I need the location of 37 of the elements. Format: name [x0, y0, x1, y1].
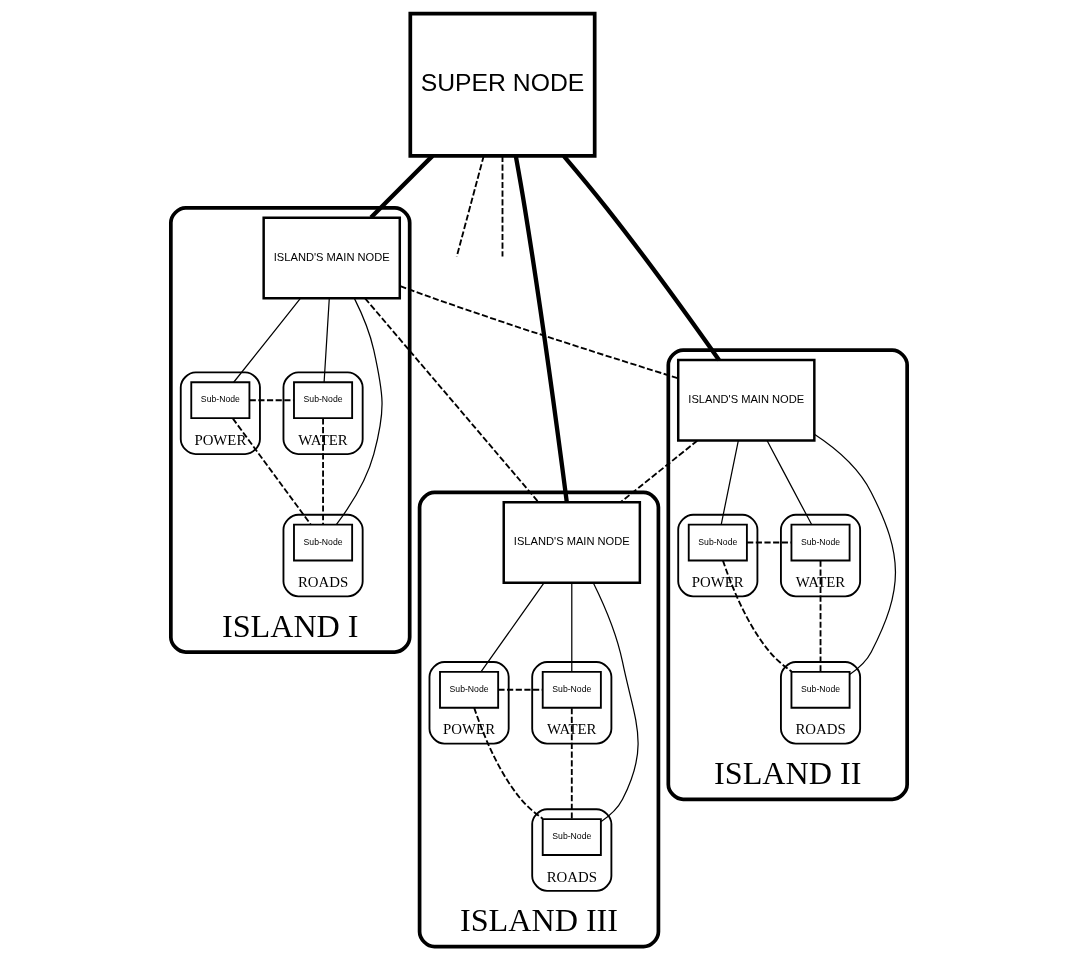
connector [399, 285, 680, 380]
connector [720, 440, 739, 526]
connector [571, 582, 573, 673]
connector [562, 154, 721, 362]
connector [746, 541, 793, 544]
connector [619, 439, 699, 504]
node-box: Sub-Node [190, 381, 251, 420]
connector [335, 297, 383, 526]
connector [570, 707, 573, 821]
connector [473, 707, 544, 820]
node-box: Sub-Node [541, 670, 602, 709]
connector [364, 297, 540, 503]
connector [323, 297, 330, 383]
connector [813, 433, 897, 676]
node-box: ISLAND'S MAIN NODE [262, 216, 401, 300]
connector [232, 417, 312, 526]
connector [480, 582, 545, 673]
node-box: Sub-Node [687, 523, 748, 562]
node-box: Sub-Node [293, 523, 354, 562]
node-box: ISLAND'S MAIN NODE [677, 358, 816, 442]
node-box: Sub-Node [541, 818, 602, 856]
connector [369, 154, 435, 219]
node-box: Sub-Node [293, 381, 354, 420]
connector [722, 559, 793, 673]
connector [497, 688, 544, 691]
node-box: SUPER NODE [408, 11, 597, 158]
connector [766, 440, 813, 526]
node-box: ISLAND'S MAIN NODE [502, 501, 642, 584]
node-box: Sub-Node [790, 670, 851, 709]
node-box: Sub-Node [790, 523, 851, 562]
connector [501, 154, 504, 258]
connector [819, 560, 822, 673]
node-box: Sub-Node [439, 670, 500, 709]
connector [233, 297, 301, 383]
connector [248, 399, 295, 402]
connector [592, 582, 639, 823]
connector [322, 417, 324, 526]
